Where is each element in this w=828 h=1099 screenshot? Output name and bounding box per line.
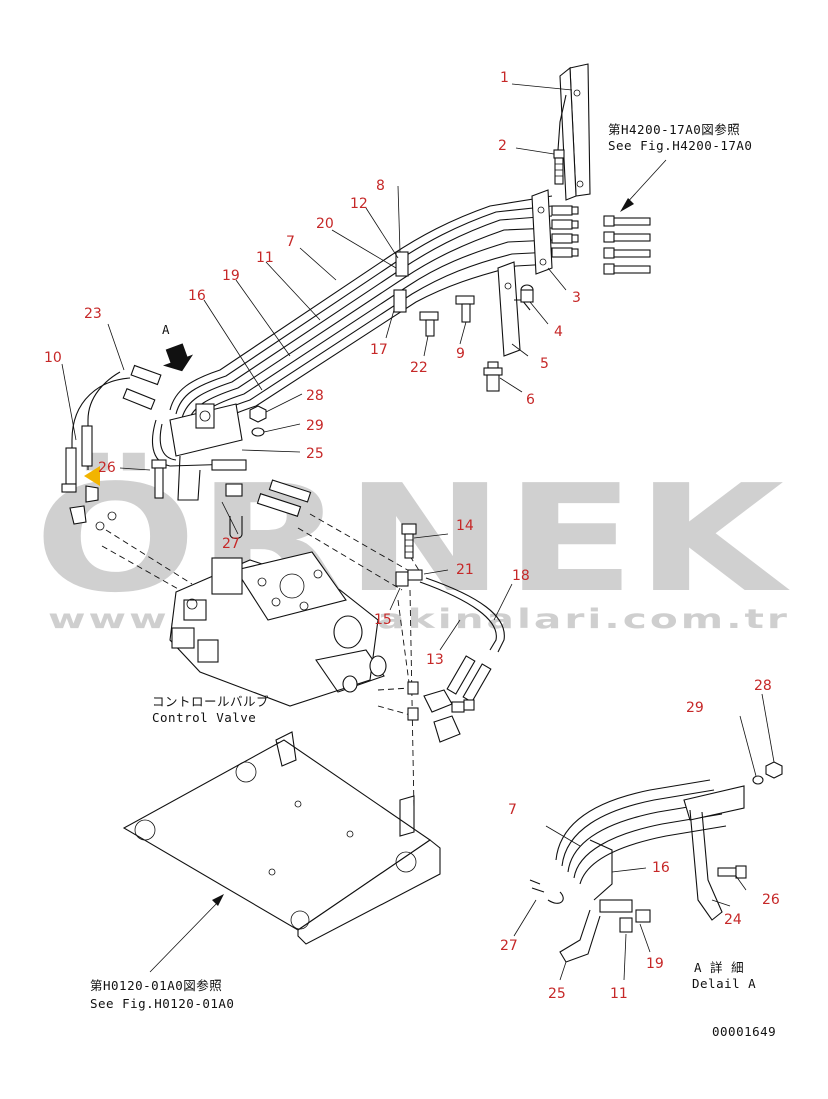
notes: 第H4200-17A0図参照 See Fig.H4200-17A0 コントロール… <box>90 122 776 1039</box>
bolt-6 <box>483 361 503 392</box>
detail-a-jp: A 詳 細 <box>694 960 744 975</box>
callout-11: 11 <box>256 250 274 266</box>
clip-17 <box>393 289 407 313</box>
ref-top-en: See Fig.H4200-17A0 <box>608 138 752 153</box>
view-a-arrow <box>162 343 194 372</box>
callout-17: 17 <box>370 342 388 358</box>
callouts: 1 2 8 12 20 7 11 19 16 23 10 3 4 5 6 9 1… <box>44 70 780 1002</box>
bolt-26 <box>151 459 167 499</box>
detail-callout-11: 11 <box>610 986 628 1002</box>
fitting-21 <box>395 569 423 587</box>
detail-a-en: Delail A <box>692 976 756 991</box>
bolt-2 <box>553 149 565 185</box>
callout-29: 29 <box>306 418 324 434</box>
watermark-url: www.ornekmakinalari.com.tr <box>48 604 790 635</box>
detail-callout-26: 26 <box>762 892 780 908</box>
nut-28 <box>249 405 267 423</box>
pipe-bundle <box>169 195 553 435</box>
detail-callout-24: 24 <box>724 912 742 928</box>
callout-4: 4 <box>554 324 563 340</box>
detail-a <box>529 761 783 963</box>
hoses-to-valve <box>256 479 312 517</box>
detail-callout-27: 27 <box>500 938 518 954</box>
washer-29 <box>251 427 265 437</box>
callout-22: 22 <box>410 360 428 376</box>
callout-14: 14 <box>456 518 474 534</box>
detail-callout-25: 25 <box>548 986 566 1002</box>
callout-2: 2 <box>498 138 507 154</box>
detail-callout-29: 29 <box>686 700 704 716</box>
elbow-fittings-right <box>407 681 475 743</box>
detail-callout-7: 7 <box>508 802 517 818</box>
callout-5: 5 <box>540 356 549 372</box>
spacer-4 <box>520 284 534 303</box>
callout-9: 9 <box>456 346 465 362</box>
ref-bottom-jp: 第H0120-01A0図参照 <box>90 978 222 993</box>
ref-top-jp: 第H4200-17A0図参照 <box>608 122 740 137</box>
detail-callout-28: 28 <box>754 678 772 694</box>
callout-8: 8 <box>376 178 385 194</box>
control-valve-en: Control Valve <box>152 710 256 725</box>
detail-callout-19: 19 <box>646 956 664 972</box>
hose-10 <box>61 364 162 493</box>
drawing-number: 00001649 <box>712 1024 776 1039</box>
accent-arrow <box>84 466 100 486</box>
control-valve-jp: コントロールバルブ <box>152 694 269 709</box>
clip-12 <box>395 251 409 277</box>
callout-26: 26 <box>98 460 116 476</box>
callout-21: 21 <box>456 562 474 578</box>
callout-27: 27 <box>222 536 240 552</box>
callout-25: 25 <box>306 446 324 462</box>
elbow-fittings-left <box>69 485 117 531</box>
callout-12: 12 <box>350 196 368 212</box>
detail-washer-29 <box>752 775 764 785</box>
callout-20: 20 <box>316 216 334 232</box>
ref-arrow-bottom <box>149 894 224 973</box>
bolt-14 <box>401 523 417 559</box>
callout-28: 28 <box>306 388 324 404</box>
manifold-block <box>531 189 579 275</box>
callout-1: 1 <box>500 70 509 86</box>
floor-plate <box>122 731 441 945</box>
bolt-9 <box>455 295 475 323</box>
control-valve <box>169 551 387 707</box>
left-bracket-assembly <box>151 403 247 501</box>
callout-7: 7 <box>286 234 295 250</box>
upper-bracket <box>557 63 591 201</box>
detail-callout-16: 16 <box>652 860 670 876</box>
view-a-label: A <box>162 322 170 337</box>
ref-arrow-top <box>620 159 667 212</box>
callout-16: 16 <box>188 288 206 304</box>
bolt-22 <box>419 311 439 337</box>
clamp-bracket <box>497 261 531 357</box>
callout-15: 15 <box>374 612 392 628</box>
callout-10: 10 <box>44 350 62 366</box>
callout-18: 18 <box>512 568 530 584</box>
hose-set <box>603 215 651 275</box>
callout-6: 6 <box>526 392 535 408</box>
callout-13: 13 <box>426 652 444 668</box>
assembly-lines <box>101 513 421 873</box>
leader-lines <box>61 83 775 981</box>
u-bolt-27 <box>229 516 243 540</box>
callout-19: 19 <box>222 268 240 284</box>
detail-nut-28 <box>765 761 783 779</box>
hose-23 <box>81 371 156 470</box>
ref-bottom-en: See Fig.H0120-01A0 <box>90 996 234 1011</box>
callout-23: 23 <box>84 306 102 322</box>
callout-3: 3 <box>572 290 581 306</box>
